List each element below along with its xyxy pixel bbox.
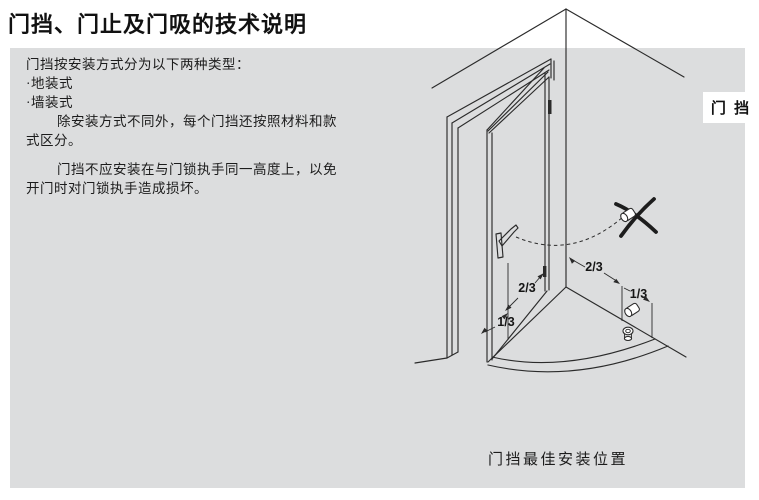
wall-door-stop-icon [624,302,640,318]
page-title: 门挡、门止及门吸的技术说明 [8,12,308,37]
text-line: 门挡按安装方式分为以下两种类型： [26,57,250,72]
dimension-door: 2/3 1/3 [481,263,544,340]
door-leaf [486,67,552,363]
floor-swing-arcs [487,338,669,373]
hinge-mark [548,100,552,114]
side-tab-label: 门 挡 [710,100,752,117]
door-handle-icon [495,224,519,259]
dimension-label-door-lower: 1/3 [497,315,514,329]
text-line-bullet: ·墙装式 [26,95,73,110]
diagram-caption: 门挡最佳安装位置 [488,452,629,468]
text-line: 开门时对门锁执手造成损坏。 [26,181,208,196]
dimension-wall: 2/3 1/3 [569,257,653,338]
body-text-block: 门挡按安装方式分为以下两种类型： ·地装式 ·墙装式 除安装方式不同外，每个门挡… [26,55,431,198]
door-corner-isometric-drawing: 2/3 1/3 2/3 1/3 [414,8,687,373]
text-line-bullet: ·地装式 [26,76,73,91]
dimension-label-wall-lower: 1/3 [630,287,647,301]
door-edge-tick [543,266,547,277]
dimension-label-wall-upper: 2/3 [585,260,602,274]
text-line: 门挡不应安装在与门锁执手同一高度上，以免 [57,162,337,177]
content-panel: 门挡按安装方式分为以下两种类型： ·地装式 ·墙装式 除安装方式不同外，每个门挡… [10,48,745,488]
text-line: 除安装方式不同外，每个门挡还按照材料和款 [57,114,337,129]
swing-path-dashed [515,215,625,246]
floor-door-stop-icon [622,326,634,342]
side-tab-door-stop: 门 挡 [703,92,759,123]
room-outline [414,8,687,364]
cross-mark-icon [614,197,658,238]
dimension-label-door-upper: 2/3 [518,281,535,295]
diagram-illustration: 2/3 1/3 2/3 1/3 [398,0,745,440]
door-frame [446,58,555,359]
text-line: 式区分。 [26,133,82,148]
